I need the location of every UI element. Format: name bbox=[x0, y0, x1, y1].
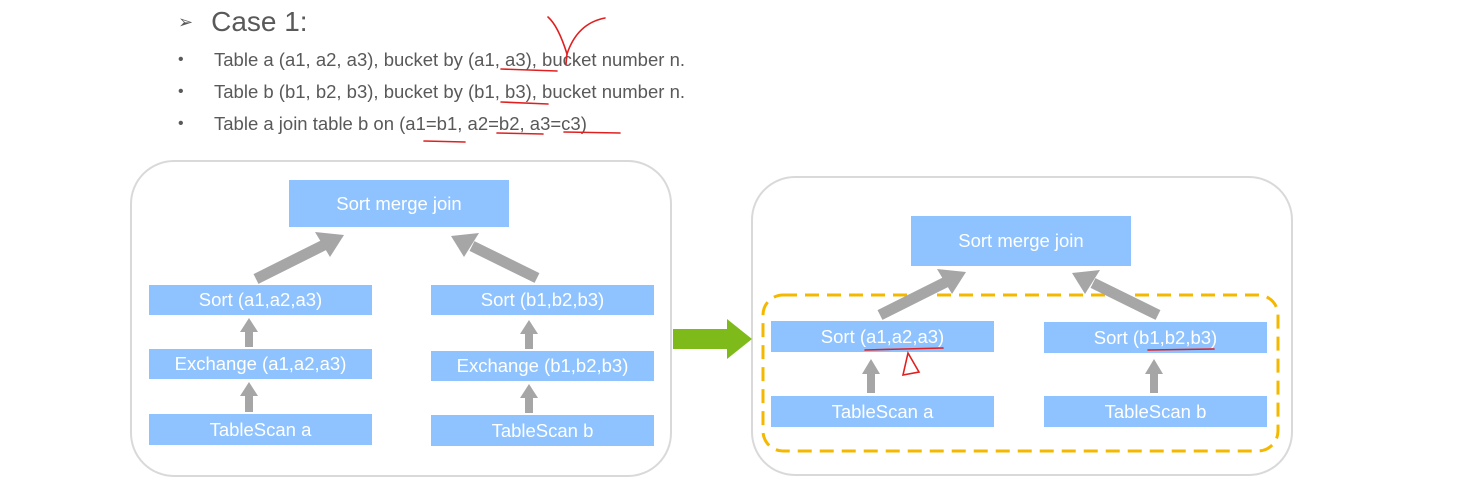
node-label: TableScan a bbox=[831, 400, 934, 422]
node-label: TableScan b bbox=[1104, 400, 1207, 422]
bullet-dot-icon: • bbox=[178, 83, 184, 100]
right-sort-b-node: Sort (b1,b2,b3) bbox=[1044, 322, 1267, 353]
right-tablescan-a-node: TableScan a bbox=[771, 396, 994, 427]
bullet-dot-icon: • bbox=[178, 51, 184, 68]
node-label: Exchange (a1,a2,a3) bbox=[174, 353, 347, 374]
node-label: Sort merge join bbox=[336, 192, 462, 214]
node-label: Sort (a1,a2,a3) bbox=[198, 289, 323, 310]
underline-right-sort-b bbox=[1147, 348, 1215, 351]
underline-right-sort-a bbox=[864, 347, 944, 351]
arrow-sort-a-to-join bbox=[253, 232, 344, 284]
left-sort-b-node: Sort (b1,b2,b3) bbox=[431, 285, 654, 315]
underline-a1-a3 bbox=[500, 68, 558, 72]
underline-b1-b3 bbox=[500, 101, 549, 105]
underline-a2-b2 bbox=[496, 132, 544, 135]
arrow-exchange-a-to-sort-a bbox=[240, 318, 258, 347]
bullet-text-table-b: Table b (b1, b2, b3), bucket by (b1, b3)… bbox=[214, 81, 685, 102]
bullet-item: • Table b (b1, b2, b3), bucket by (b1, b… bbox=[178, 76, 685, 108]
transform-arrow-icon bbox=[673, 319, 752, 359]
left-tablescan-a-node: TableScan a bbox=[149, 414, 372, 445]
left-exchange-b-node: Exchange (b1,b2,b3) bbox=[431, 351, 654, 381]
right-sort-merge-join-node: Sort merge join bbox=[911, 216, 1131, 266]
arrow-scan-a-to-exchange-a bbox=[240, 382, 258, 412]
node-label: Sort (b1,b2,b3) bbox=[1093, 326, 1218, 348]
triangle-annotation bbox=[901, 350, 921, 377]
left-sort-a-node: Sort (a1,a2,a3) bbox=[149, 285, 372, 315]
node-label: TableScan a bbox=[209, 418, 312, 440]
arrow-right-sort-a-to-join bbox=[877, 269, 966, 320]
case-title: ➢ Case 1: bbox=[178, 6, 308, 38]
underline-a1-b1 bbox=[423, 140, 466, 143]
arrow-sort-b-to-join bbox=[451, 233, 540, 283]
left-sort-merge-join-node: Sort merge join bbox=[289, 180, 509, 227]
arrow-exchange-b-to-sort-b bbox=[520, 320, 538, 349]
bullet-text-join: Table a join table b on (a1=b1, a2=b2, a… bbox=[214, 113, 587, 134]
left-tablescan-b-node: TableScan b bbox=[431, 415, 654, 446]
checkmark-tail-annotation bbox=[565, 53, 568, 65]
right-tablescan-b-node: TableScan b bbox=[1044, 396, 1267, 427]
node-label: Exchange (b1,b2,b3) bbox=[456, 355, 629, 376]
arrow-bullet-icon: ➢ bbox=[178, 11, 194, 32]
bullet-dot-icon: • bbox=[178, 115, 184, 132]
arrow-right-scan-a-to-sort-a bbox=[862, 359, 880, 393]
right-sort-a-node: Sort (a1,a2,a3) bbox=[771, 321, 994, 352]
node-label: Sort merge join bbox=[958, 230, 1084, 251]
arrow-scan-b-to-exchange-b bbox=[520, 384, 538, 413]
node-label: Sort (a1,a2,a3) bbox=[820, 325, 945, 347]
checkmark-annotation bbox=[547, 16, 606, 57]
arrow-right-sort-b-to-join bbox=[1072, 270, 1161, 320]
handwritten-annotations bbox=[423, 16, 1215, 377]
arrow-right-scan-b-to-sort-b bbox=[1145, 359, 1163, 393]
node-label: Sort (b1,b2,b3) bbox=[480, 289, 605, 310]
left-exchange-a-node: Exchange (a1,a2,a3) bbox=[149, 349, 372, 379]
node-label: TableScan b bbox=[491, 419, 594, 441]
underline-a3-c3 bbox=[563, 131, 621, 134]
case-title-text: Case 1: bbox=[211, 6, 308, 37]
bullet-item: • Table a join table b on (a1=b1, a2=b2,… bbox=[178, 108, 685, 140]
dashed-group-box bbox=[761, 293, 1280, 453]
